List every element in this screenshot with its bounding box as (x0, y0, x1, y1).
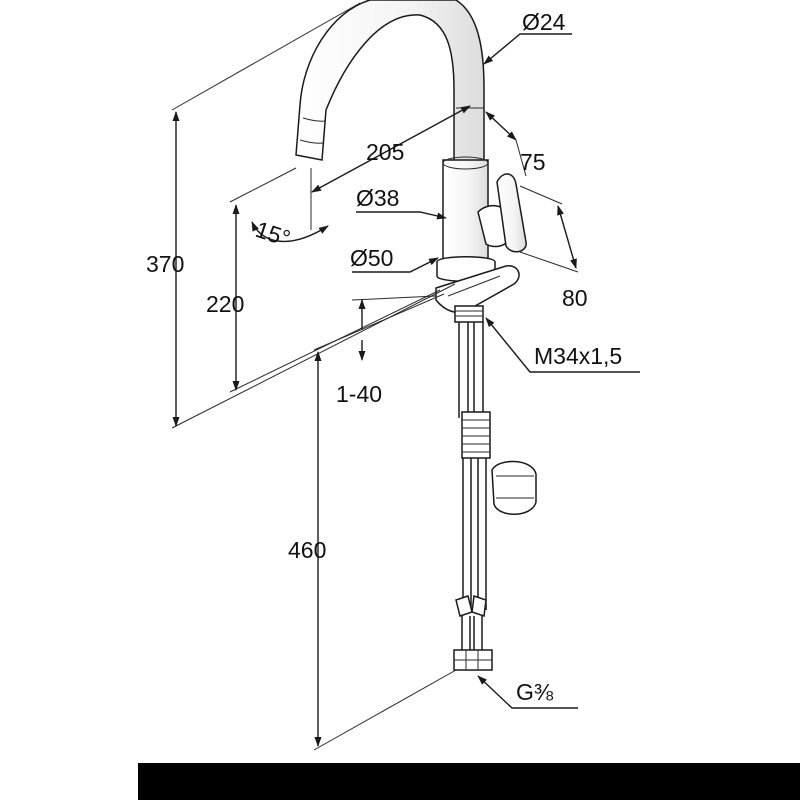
hose-left (458, 322, 469, 418)
label-deck-thickness: 1-40 (336, 381, 382, 407)
deck-plate (435, 265, 520, 314)
faucet-body (295, 0, 537, 671)
black-bottom-bar (138, 763, 800, 800)
label-hose-length: 460 (288, 537, 326, 563)
hose-clip (491, 460, 537, 515)
hose-fittings (455, 594, 487, 618)
label-lever-height: 80 (562, 285, 588, 311)
label-thread: M34x1,5 (534, 343, 622, 369)
lever-handle (496, 173, 527, 253)
label-total-height: 370 (146, 251, 184, 277)
mounting-clamp (461, 411, 491, 459)
label-outlet-height: 220 (206, 291, 244, 317)
label-spout-diameter: Ø24 (522, 9, 566, 35)
label-connection: G⅜ (516, 679, 554, 705)
label-lever-offset: 75 (520, 149, 546, 175)
dimension-lines (171, 2, 640, 751)
hose-right (473, 322, 484, 418)
label-spout-reach: 205 (366, 139, 404, 165)
label-rotation-angle: 15° (252, 216, 293, 251)
threaded-shank (454, 305, 484, 323)
label-body-diameter: Ø38 (356, 185, 399, 211)
label-base-diameter: Ø50 (350, 245, 393, 271)
dimension-labels: Ø24 205 75 Ø38 15° Ø50 80 370 220 M34x1,… (146, 9, 622, 705)
